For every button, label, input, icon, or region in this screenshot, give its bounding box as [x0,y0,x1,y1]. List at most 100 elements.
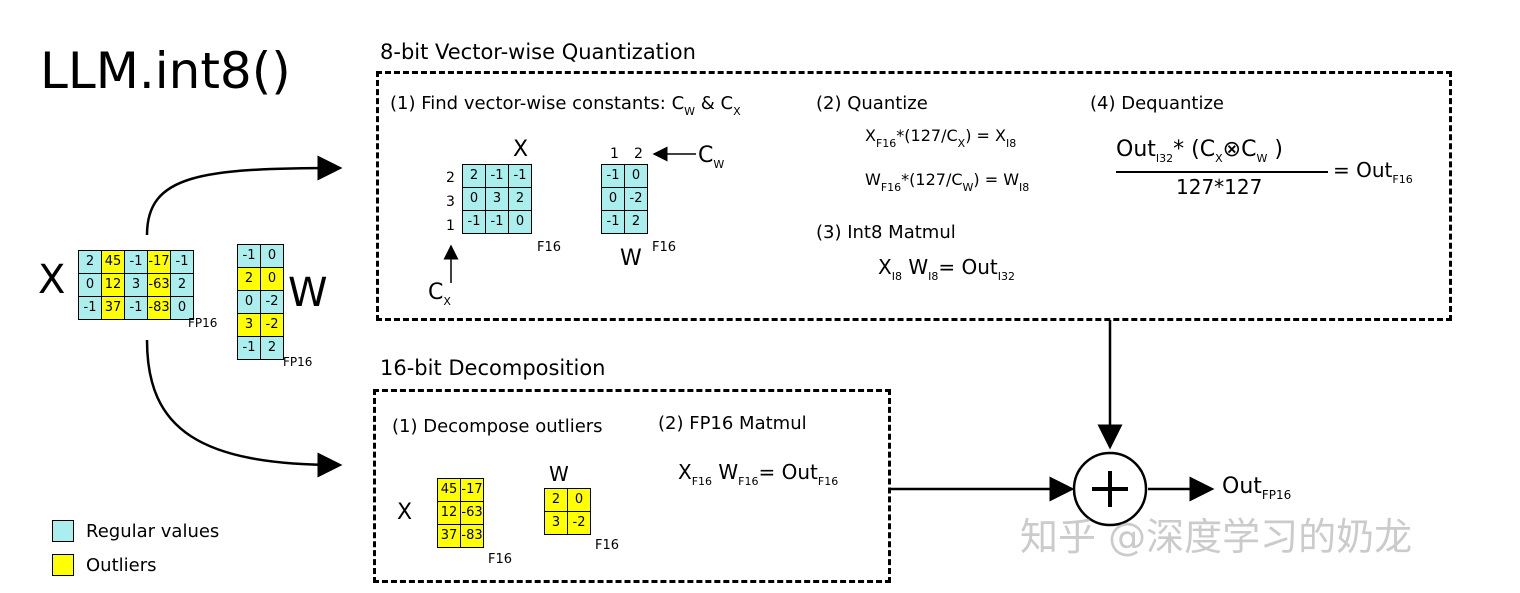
quant-x-format: F16 [537,240,562,255]
matrix-cell: -2 [567,511,591,535]
w-col-constant: 2 [634,146,643,162]
input-w-format: FP16 [283,355,313,369]
watermark: 知乎 @深度学习的奶龙 [1020,515,1413,559]
input-x-format: FP16 [188,316,218,330]
section-16bit-heading: 16-bit Decomposition [380,356,606,380]
decomp-x-label: X [397,500,413,525]
step2-quantize: (2) Quantize [816,93,928,114]
matrix-row: 0-2 [237,290,284,314]
matrix-cell: 2 [544,488,568,512]
matrix-cell: 0 [624,164,648,188]
x-row-constant: 2 [446,170,455,186]
matrix-cell: 2 [508,187,532,211]
page-title: LLM.int8() [40,42,291,100]
legend-swatch [52,520,74,542]
matrix-cell: -1 [170,250,194,274]
section-8bit-box [376,71,1452,321]
x-row-constants: 2 3 1 [446,166,455,238]
legend-item: Regular values [52,514,219,548]
quant-w-label: W [620,246,642,271]
matrix-cell: 3 [237,313,261,337]
matrix-cell: 3 [485,187,509,211]
matrix-cell: -1 [124,250,148,274]
w-col-constant: 1 [610,146,619,162]
step1-decompose: (1) Decompose outliers [392,416,603,437]
legend-item: Outliers [52,548,219,582]
matrix-cell: -1 [601,164,625,188]
matrix-row: 12-63 [437,501,484,525]
matrix-cell: 0 [78,273,102,297]
matrix-cell: -1 [237,244,261,268]
matrix-cell: 0 [601,187,625,211]
matrix-cell: -2 [624,187,648,211]
matrix-cell: -1 [508,164,532,188]
output-label: OutFP16 [1222,474,1292,502]
matrix-cell: -2 [260,290,284,314]
matrix-cell: -2 [260,313,284,337]
legend-swatch [52,554,74,576]
matrix-cell: 45 [437,478,461,502]
arrow-to-8bit [145,155,343,236]
dequant-fraction-bar [1116,171,1328,173]
matrix-cell: 45 [101,250,125,274]
step4-dequantize: (4) Dequantize [1090,93,1225,114]
arrow-to-16bit [145,339,343,478]
input-w-label: W [288,270,328,316]
matrix-cell: -1 [237,336,261,360]
matrix-cell: 0 [462,187,486,211]
cx-label: CX [428,280,451,308]
legend-label: Regular values [86,520,220,542]
matrix-row: 3-2 [237,313,284,337]
matrix-cell: -83 [460,524,484,548]
matrix-row: 45-17 [437,478,484,502]
int8-matmul-formula: XI8 WI8= OutI32 [878,255,1015,283]
matrix-cell: -17 [147,250,171,274]
matrix-cell: 12 [101,273,125,297]
step2-fp16-matmul: (2) FP16 Matmul [658,413,807,434]
matrix-cell: 2 [260,336,284,360]
quantize-x-formula: XF16*(127/CX) = XI8 [865,126,1017,150]
matrix-cell: 0 [237,290,261,314]
matrix-cell: 0 [508,210,532,234]
step3-int8-matmul: (3) Int8 Matmul [816,222,956,243]
decomp-w-format: F16 [595,538,620,553]
decomp-w-label: W [549,462,569,486]
matrix-row: 2-1-1 [462,164,532,188]
matrix-cell: 3 [124,273,148,297]
matrix-cell: 37 [101,296,125,320]
matrix-cell: -83 [147,296,171,320]
matrix-cell: -1 [462,210,486,234]
cw-label: CW [698,143,725,171]
matrix-cell: 12 [437,501,461,525]
matrix-cell: -1 [124,296,148,320]
dequant-result: = OutF16 [1333,158,1413,186]
quantize-w-formula: WF16*(127/CW) = WI8 [865,170,1030,194]
matrix-row: 0-2 [601,187,648,211]
x-row-constant: 1 [446,218,455,234]
matrix-cell: 2 [78,250,102,274]
x-row-constant: 3 [446,194,455,210]
matrix-cell: 2 [462,164,486,188]
dequant-denominator: 127*127 [1176,175,1263,199]
matrix-cell: -1 [601,210,625,234]
matrix-cell: 0 [260,267,284,291]
matrix-cell: 2 [170,273,194,297]
fp16-matmul-formula: XF16 WF16= OutF16 [678,460,839,488]
matrix-cell: 37 [437,524,461,548]
matrix-cell: 0 [260,244,284,268]
matrix-cell: -63 [460,501,484,525]
